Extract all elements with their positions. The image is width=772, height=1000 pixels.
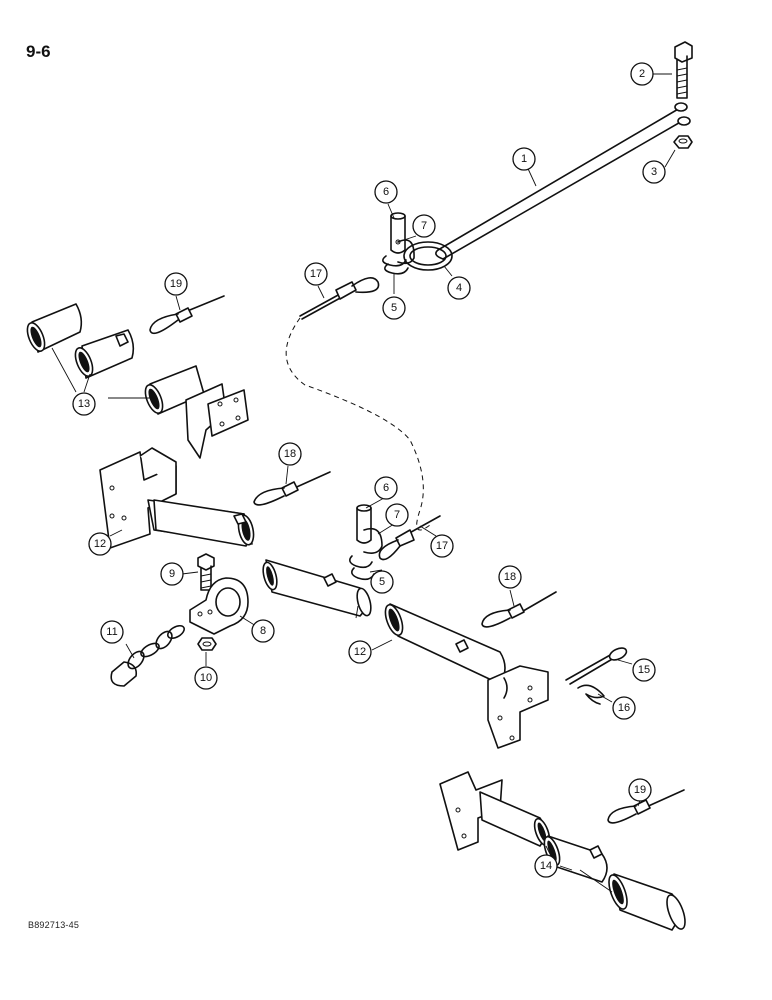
callout-12-left: 12 [88, 532, 112, 556]
tube-bracket-14 [439, 771, 551, 851]
svg-text:11: 11 [106, 626, 117, 638]
wire-tie-bottom [607, 789, 685, 824]
callout-10: 10 [194, 666, 218, 690]
svg-text:7: 7 [394, 509, 400, 521]
svg-text:8: 8 [260, 625, 266, 637]
callout-16: 16 [612, 696, 636, 720]
svg-text:18: 18 [284, 448, 296, 460]
cable-end-lower [378, 515, 441, 561]
tube-section-14a [543, 835, 608, 883]
clevis-pin-lower [356, 504, 372, 544]
callout-14: 14 [534, 854, 558, 878]
svg-text:14: 14 [540, 860, 552, 872]
tie-rod-bar [435, 102, 691, 260]
svg-text:10: 10 [200, 672, 212, 684]
wire-tie-lower [481, 591, 557, 628]
callout-11: 11 [100, 620, 124, 644]
callout-17-lower: 17 [430, 534, 454, 558]
callout-5-top: 5 [382, 296, 406, 320]
callout-9: 9 [160, 562, 184, 586]
callout-4: 4 [447, 276, 471, 300]
tube-section-2 [74, 329, 135, 379]
nut-clamp [197, 637, 217, 651]
callout-15: 15 [632, 658, 656, 682]
main-bar-right [384, 603, 549, 749]
clevis-pin-top [390, 212, 406, 254]
wire-tie-top [149, 295, 225, 335]
figure-code: B892713-45 [28, 920, 80, 930]
svg-text:17: 17 [310, 268, 322, 280]
main-bar-middle [262, 559, 372, 617]
tie-ring [403, 241, 453, 271]
svg-text:18: 18 [504, 571, 516, 583]
callout-17-top: 17 [304, 262, 328, 286]
svg-text:12: 12 [94, 538, 106, 550]
svg-text:17: 17 [436, 540, 448, 552]
svg-text:19: 19 [634, 784, 646, 796]
tube-section-14b [608, 873, 686, 931]
svg-text:4: 4 [456, 282, 462, 294]
page-number: 9-6 [26, 42, 51, 61]
callout-7-top: 7 [412, 214, 436, 238]
svg-text:15: 15 [638, 664, 650, 676]
callout-8: 8 [251, 619, 275, 643]
svg-text:1: 1 [521, 153, 527, 165]
svg-text:16: 16 [618, 702, 630, 714]
wire-tie-upper [253, 471, 331, 506]
callout-19-top: 19 [164, 272, 188, 296]
tube-bracket-13 [144, 365, 249, 459]
callout-1: 1 [512, 147, 536, 171]
pipe-clamp [189, 577, 249, 635]
callout-12-right: 12 [348, 640, 372, 664]
main-bar-left [99, 447, 255, 549]
hair-pin-lower [363, 527, 383, 554]
nut-top [673, 135, 693, 149]
leader-lines [51, 73, 676, 893]
svg-text:5: 5 [379, 576, 385, 588]
callout-19-bottom: 19 [628, 778, 652, 802]
svg-text:6: 6 [383, 186, 389, 198]
svg-text:7: 7 [421, 220, 427, 232]
chain [110, 624, 185, 687]
bolt-top [674, 41, 693, 99]
tube-section-1 [26, 303, 83, 353]
callout-2: 2 [630, 62, 654, 86]
svg-text:2: 2 [639, 68, 645, 80]
callout-6-top: 6 [374, 180, 398, 204]
bolt-clamp [197, 553, 215, 591]
callout-6-lower: 6 [374, 476, 398, 500]
svg-text:5: 5 [391, 302, 397, 314]
washer-lower [348, 555, 375, 581]
svg-text:9: 9 [169, 568, 175, 580]
svg-text:3: 3 [651, 166, 657, 178]
svg-text:13: 13 [78, 398, 90, 410]
spring-clip [577, 684, 605, 705]
svg-text:19: 19 [170, 278, 182, 290]
svg-text:12: 12 [354, 646, 366, 658]
svg-text:6: 6 [383, 482, 389, 494]
callout-5-lower: 5 [370, 570, 394, 594]
callout-18-upper: 18 [278, 442, 302, 466]
callout-7-lower: 7 [385, 503, 409, 527]
callout-18-lower: 18 [498, 565, 522, 589]
callout-3: 3 [642, 160, 666, 184]
lynch-pin [565, 647, 628, 685]
washer-top [382, 255, 409, 275]
safety-cable-dashed [285, 317, 431, 531]
cable-end-top [299, 277, 380, 320]
callout-13: 13 [72, 392, 96, 416]
